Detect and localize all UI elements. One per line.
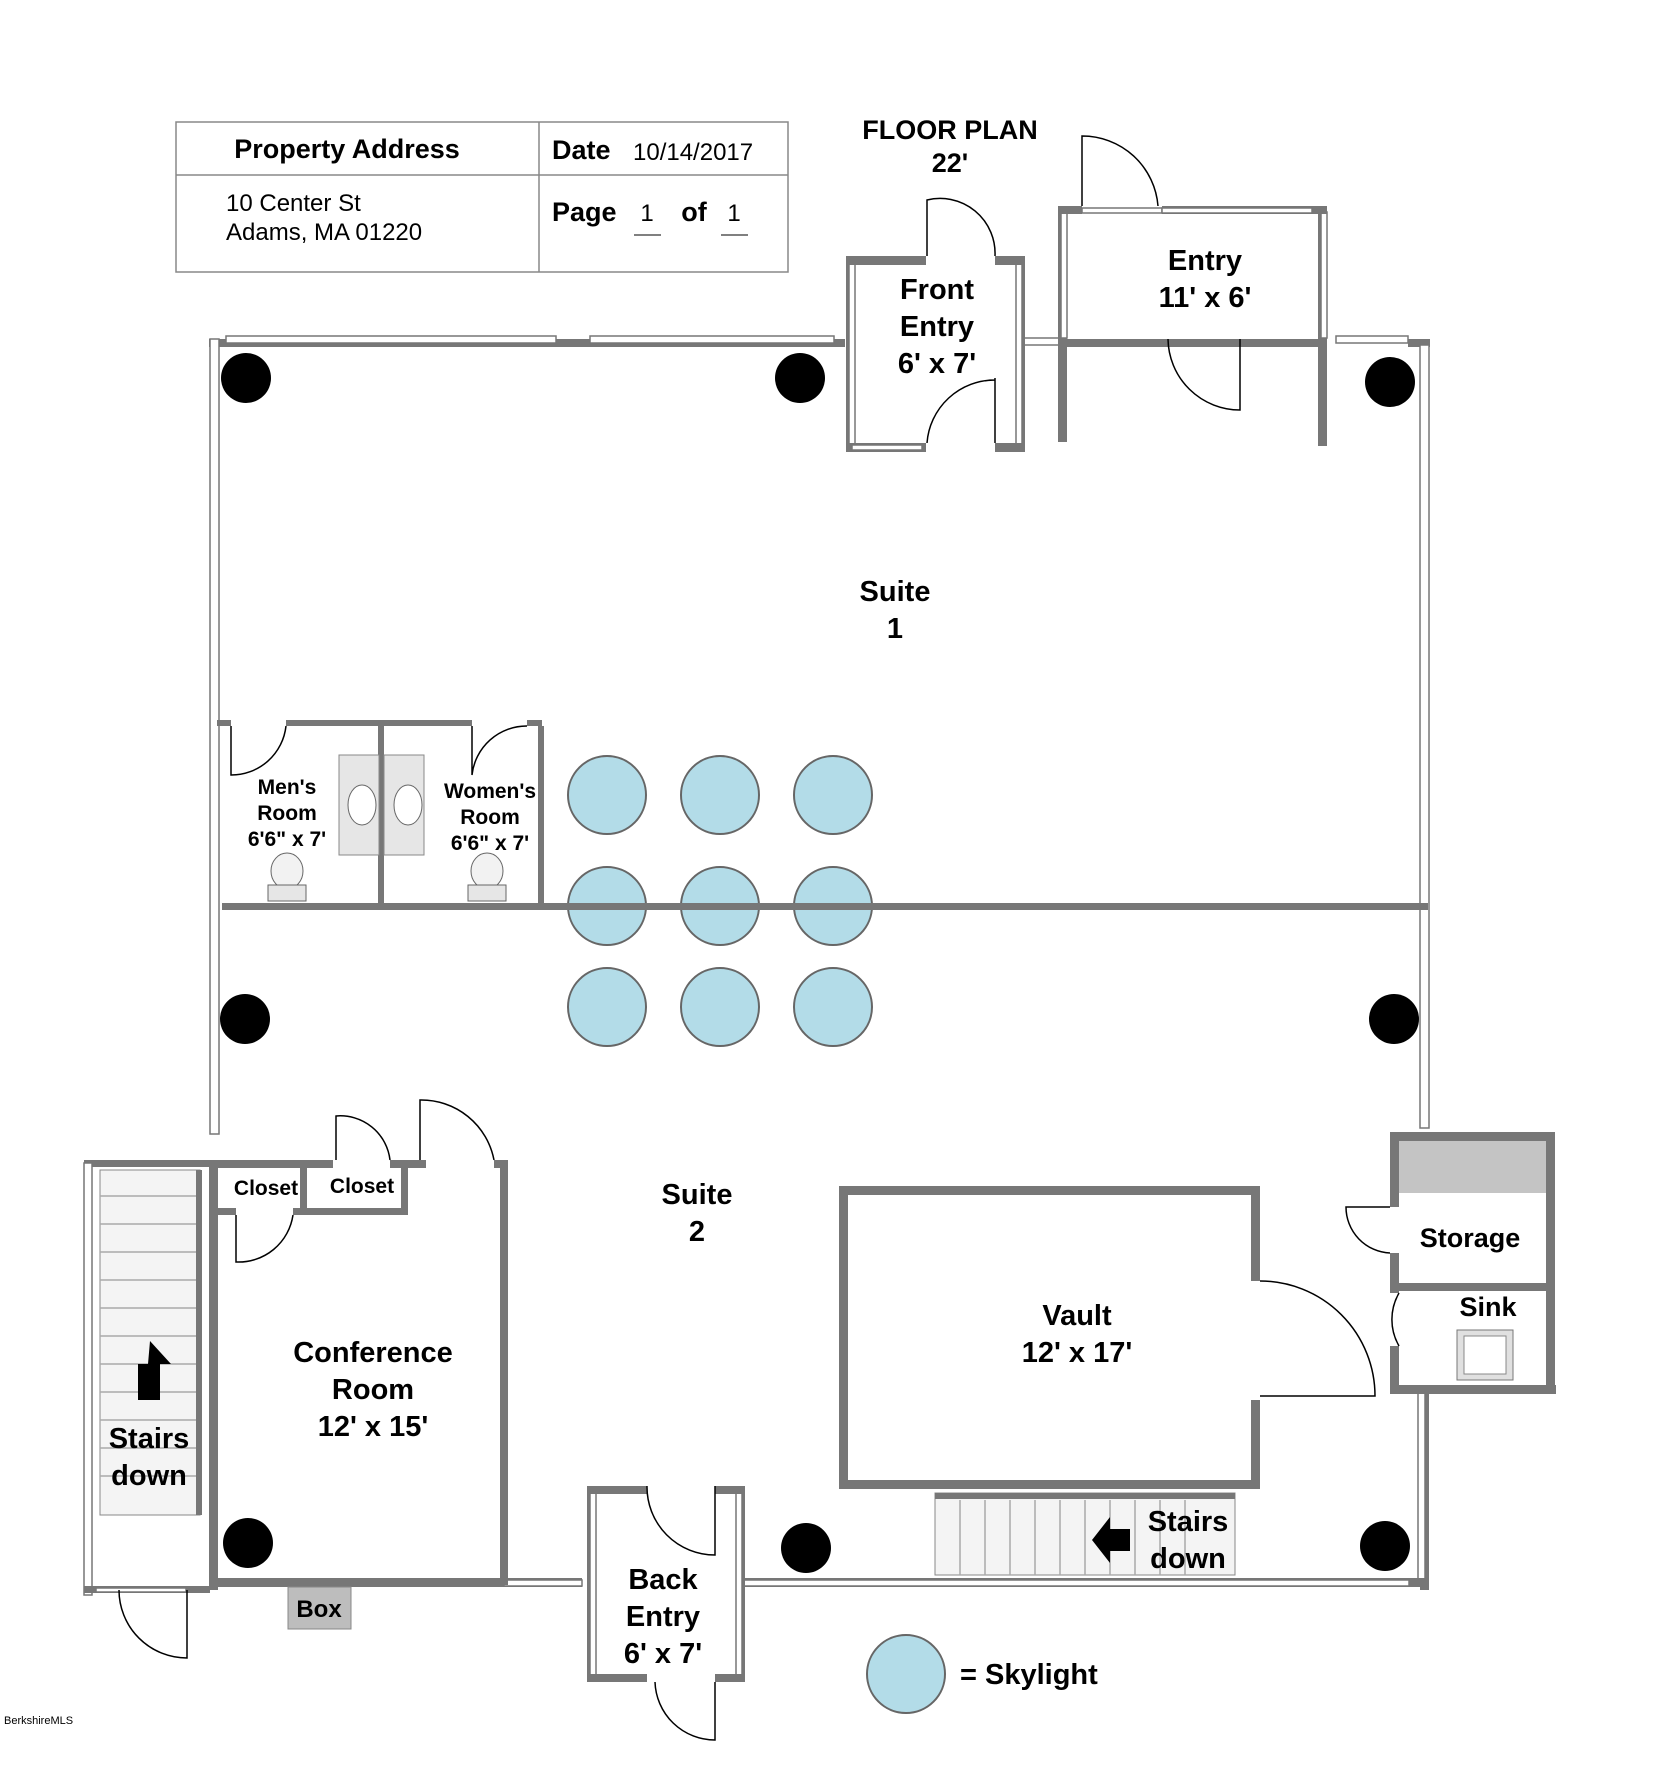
suite1-number: 1: [887, 613, 903, 645]
suite2-number: 2: [689, 1216, 705, 1248]
skylights: [560, 755, 880, 1047]
conference-room-label-2: Room: [332, 1374, 414, 1406]
vault-label: Vault: [1042, 1300, 1112, 1332]
bottom-stairs-label: Stairs: [1148, 1506, 1229, 1538]
column: [1369, 994, 1419, 1044]
mens-room-label-2: Room: [257, 802, 317, 825]
skylight-legend-icon: [866, 1634, 946, 1714]
conference-room-dimension: 12' x 15': [318, 1411, 429, 1443]
box-label: Box: [296, 1596, 342, 1623]
storage-label: Storage: [1420, 1223, 1521, 1253]
entry-vestibule: [1058, 135, 1328, 446]
conference-room-label: Conference: [293, 1337, 453, 1369]
title-block: Property Address 10 Center St Adams, MA …: [175, 121, 789, 273]
mens-room-dimension: 6'6" x 7': [248, 828, 326, 851]
vault-dimension: 12' x 17': [1022, 1337, 1133, 1369]
column: [1360, 1521, 1410, 1571]
address-line1: 10 Center St: [226, 190, 361, 217]
back-entry-label-2: Entry: [626, 1601, 700, 1633]
page-label: Page: [552, 197, 617, 227]
entry-label: Entry: [1168, 245, 1242, 277]
skylight: [567, 967, 647, 1047]
left-stairs-label: Stairs: [109, 1423, 190, 1455]
womens-room-dimension: 6'6" x 7': [451, 832, 529, 855]
front-entry-label-2: Entry: [900, 311, 974, 343]
front-entry-dimension: 6' x 7': [898, 348, 976, 380]
column: [221, 353, 271, 403]
arrow-up-icon: [138, 1341, 171, 1400]
suite1-label: Suite: [860, 576, 931, 608]
skylight: [567, 755, 647, 835]
storage-sink: Storage Sink: [1345, 1132, 1556, 1394]
vault: Vault 12' x 17': [839, 1186, 1376, 1489]
columns: [220, 353, 1419, 1573]
bottom-stairs-label-2: down: [1150, 1543, 1226, 1575]
column: [220, 994, 270, 1044]
front-entry-vestibule: [846, 197, 1025, 452]
entry-dimension: 11' x 6': [1159, 282, 1252, 314]
closet1-label: Closet: [234, 1177, 298, 1200]
left-stairs-label-2: down: [111, 1460, 187, 1492]
column: [781, 1523, 831, 1573]
back-entry-vestibule: Back Entry 6' x 7': [587, 1485, 745, 1741]
skylight: [680, 755, 760, 835]
back-entry-label: Back: [628, 1564, 698, 1596]
sink-label: Sink: [1459, 1292, 1517, 1322]
address-line2: Adams, MA 01220: [226, 219, 422, 246]
closets: Closet Closet: [218, 1115, 418, 1263]
column: [1365, 357, 1415, 407]
page-number: 1: [640, 200, 653, 227]
bottom-stairwell: Stairs down: [934, 1492, 1236, 1576]
womens-room-label-2: Room: [460, 806, 520, 829]
date-label: Date: [552, 135, 611, 165]
closet2-label: Closet: [330, 1175, 394, 1198]
of-label: of: [681, 197, 707, 227]
mens-room-label: Men's: [258, 776, 317, 799]
restrooms: Men's Room 6'6" x 7' Women's Room 6'6" x…: [217, 720, 544, 904]
watermark: BerkshireMLS: [4, 1715, 73, 1727]
left-stairwell: Stairs down: [83, 1160, 218, 1659]
date-value: 10/14/2017: [633, 139, 753, 166]
suite2-label: Suite: [662, 1179, 733, 1211]
skylight: [793, 967, 873, 1047]
plan-title: FLOOR PLAN: [862, 115, 1038, 145]
conference-room: Conference Room 12' x 15': [293, 1099, 508, 1585]
legend-label: = Skylight: [960, 1659, 1098, 1691]
column: [223, 1518, 273, 1568]
page-total: 1: [727, 200, 740, 227]
front-entry-label: Front: [900, 274, 974, 306]
plan-dimension: 22': [932, 148, 968, 178]
box: [287, 1586, 352, 1630]
arrow-left-icon: [1092, 1517, 1130, 1563]
womens-room-label: Women's: [444, 780, 536, 803]
address-header: Property Address: [234, 134, 460, 164]
column: [775, 353, 825, 403]
back-entry-dimension: 6' x 7': [624, 1638, 702, 1670]
skylight: [793, 755, 873, 835]
skylight: [680, 967, 760, 1047]
legend: = Skylight: [866, 1634, 1098, 1714]
